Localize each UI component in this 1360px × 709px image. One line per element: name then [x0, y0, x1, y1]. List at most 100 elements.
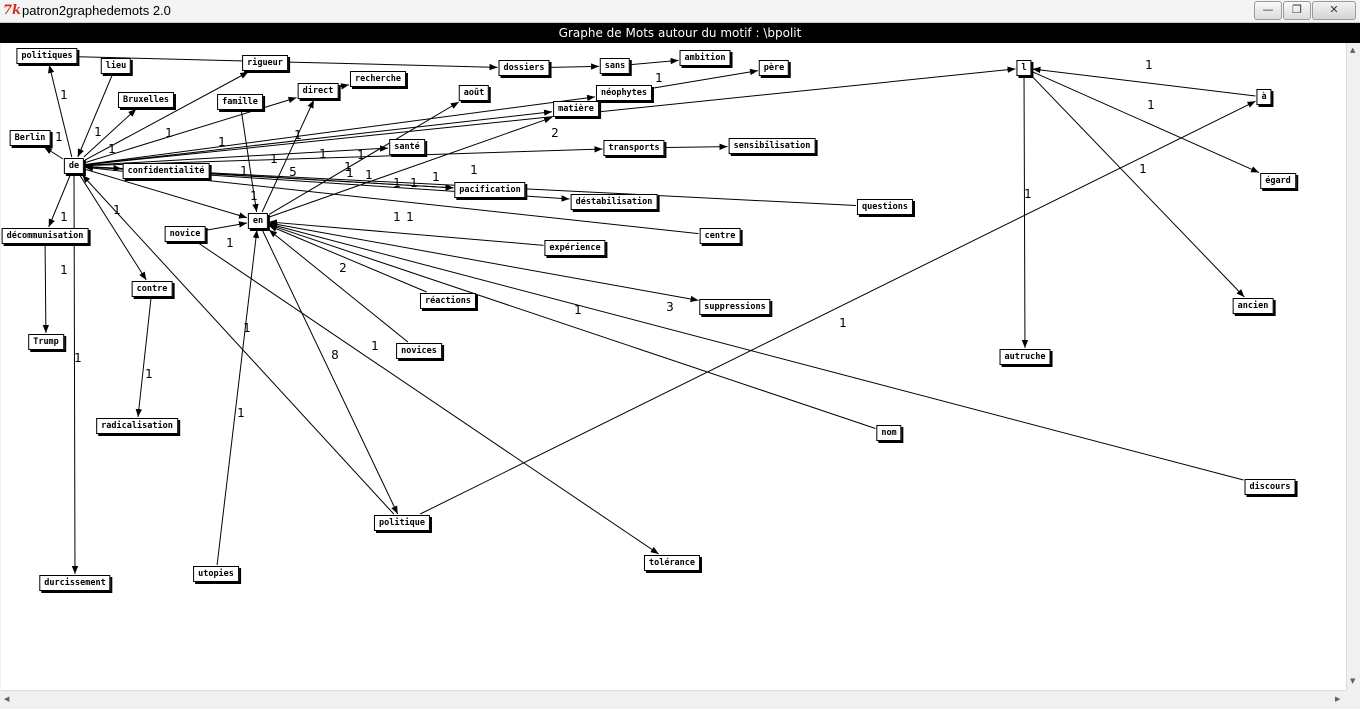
- node-sensibilisation[interactable]: sensibilisation: [728, 138, 816, 154]
- node-l[interactable]: l: [1016, 60, 1032, 76]
- edge-en-to-direct: [261, 99, 315, 213]
- edge-weight-label: 1: [1145, 58, 1153, 72]
- node-utopies[interactable]: utopies: [193, 566, 239, 582]
- scroll-corner: [1346, 690, 1360, 709]
- node-transports[interactable]: transports: [603, 140, 665, 156]
- edge-nom-to-en: [268, 224, 876, 429]
- edge-weight-label: 8: [331, 348, 339, 362]
- edge-weight-label: 1: [319, 147, 327, 161]
- edge-de-to-decommunisation: [48, 174, 71, 228]
- node-a[interactable]: à: [1256, 89, 1272, 105]
- node-famille[interactable]: famille: [217, 94, 263, 110]
- node-destabilisation[interactable]: déstabilisation: [570, 194, 658, 210]
- edge-novices-to-en: [268, 229, 409, 343]
- node-radicalisation[interactable]: radicalisation: [96, 418, 178, 434]
- node-aout[interactable]: août: [458, 85, 490, 101]
- node-suppressions[interactable]: suppressions: [699, 299, 771, 315]
- edge-weight-label: 1: [55, 130, 63, 144]
- edge-experience-to-en: [268, 219, 544, 246]
- node-dossiers[interactable]: dossiers: [498, 60, 550, 76]
- edge-reactions-to-en: [268, 225, 427, 293]
- edge-weight-label: 1: [145, 367, 153, 381]
- horizontal-scrollbar[interactable]: ◀ ▶: [1, 690, 1346, 709]
- scroll-right-arrow-icon[interactable]: ▶: [1335, 695, 1341, 703]
- edge-en-to-matiere: [268, 116, 553, 218]
- scroll-down-arrow-icon[interactable]: ▼: [1350, 677, 1356, 685]
- node-novices[interactable]: novices: [396, 343, 442, 359]
- edge-weight-label: 1: [470, 163, 478, 177]
- edge-sans-to-ambition: [630, 57, 679, 66]
- edge-utopies-to-en: [216, 229, 260, 566]
- node-politiques[interactable]: politiques: [16, 48, 78, 64]
- node-decommunisation[interactable]: décommunisation: [1, 228, 89, 244]
- edge-weight-label: 1: [1139, 162, 1147, 176]
- node-ambition[interactable]: ambition: [679, 50, 731, 66]
- edge-dossiers-to-sans: [550, 63, 600, 70]
- node-durcissement[interactable]: durcissement: [39, 575, 111, 591]
- edge-de-to-matiere: [84, 109, 553, 166]
- node-contre[interactable]: contre: [131, 281, 173, 297]
- graph-title: Graphe de Mots autour du motif : \bpolit: [0, 23, 1360, 43]
- node-bruxelles[interactable]: Bruxelles: [117, 92, 175, 108]
- edge-transports-to-sensibilisation: [665, 143, 728, 150]
- node-lieu[interactable]: lieu: [100, 58, 132, 74]
- edge-novice-to-tolerance: [198, 242, 659, 555]
- node-berlin[interactable]: Berlin: [9, 130, 51, 146]
- node-de[interactable]: de: [63, 158, 85, 174]
- edge-weight-label: 1: [393, 210, 401, 224]
- scroll-left-arrow-icon[interactable]: ◀: [4, 695, 10, 703]
- edge-neophytes-to-pere: [652, 68, 759, 89]
- node-direct[interactable]: direct: [297, 83, 339, 99]
- minimize-button[interactable]: —: [1254, 1, 1282, 20]
- window-titlebar[interactable]: 7k patron2graphedemots 2.0 — ❐ ✕: [0, 0, 1360, 23]
- node-questions[interactable]: questions: [856, 199, 914, 215]
- edge-de-to-berlin: [43, 146, 64, 160]
- node-sans[interactable]: sans: [599, 58, 631, 74]
- node-nom[interactable]: nom: [876, 425, 902, 441]
- edge-weight-label: 1: [60, 263, 68, 277]
- edge-weight-label: 2: [339, 261, 347, 275]
- node-sante[interactable]: santé: [389, 139, 425, 155]
- node-ancien[interactable]: ancien: [1232, 298, 1274, 314]
- edge-direct-to-recherche: [339, 83, 350, 90]
- node-pere[interactable]: père: [758, 60, 790, 76]
- edge-de-to-contre: [79, 174, 147, 281]
- node-reactions[interactable]: réactions: [419, 293, 477, 309]
- graph-canvas[interactable]: politiques lieu rigueur dossiers sans ambitio…: [1, 43, 1346, 690]
- maximize-button[interactable]: ❐: [1283, 1, 1311, 20]
- tk-feather-icon: 7k: [3, 3, 22, 18]
- edge-weight-label: 1: [1024, 187, 1032, 201]
- close-button[interactable]: ✕: [1312, 1, 1356, 20]
- node-novice[interactable]: novice: [164, 226, 206, 242]
- node-discours[interactable]: discours: [1244, 479, 1296, 495]
- edge-weight-label: 1: [410, 176, 418, 190]
- scroll-up-arrow-icon[interactable]: ▲: [1350, 46, 1356, 54]
- node-recherche[interactable]: recherche: [349, 71, 407, 87]
- node-autruche[interactable]: autruche: [999, 349, 1051, 365]
- edge-de-to-transports: [84, 146, 603, 167]
- node-neophytes[interactable]: néophytes: [595, 85, 653, 101]
- node-pacification[interactable]: pacification: [454, 182, 526, 198]
- node-en[interactable]: en: [247, 213, 269, 229]
- edge-en-to-politique: [261, 229, 399, 515]
- node-tolerance[interactable]: tolérance: [643, 555, 701, 571]
- node-centre[interactable]: centre: [699, 228, 741, 244]
- node-trump[interactable]: Trump: [28, 334, 64, 350]
- edge-weight-label: 1: [346, 166, 354, 180]
- edge-weight-label: 1: [218, 135, 226, 149]
- edge-weight-label: 1: [270, 152, 278, 166]
- node-egard[interactable]: égard: [1260, 173, 1296, 189]
- window-controls: — ❐ ✕: [1254, 1, 1356, 20]
- edge-weight-label: 1: [74, 351, 82, 365]
- vertical-scrollbar[interactable]: ▲ ▼: [1346, 43, 1360, 690]
- node-confidentialite[interactable]: confidentialité: [122, 163, 210, 179]
- node-matiere[interactable]: matière: [553, 101, 599, 117]
- edge-de-to-neophytes: [84, 94, 596, 166]
- edge-weight-label: 2: [551, 126, 559, 140]
- edge-de-to-rigueur: [84, 71, 249, 161]
- edge-novice-to-en: [206, 221, 248, 231]
- node-experience[interactable]: expérience: [544, 240, 606, 256]
- node-politique[interactable]: politique: [373, 515, 431, 531]
- edge-weight-label: 1: [1147, 98, 1155, 112]
- node-rigueur[interactable]: rigueur: [242, 55, 288, 71]
